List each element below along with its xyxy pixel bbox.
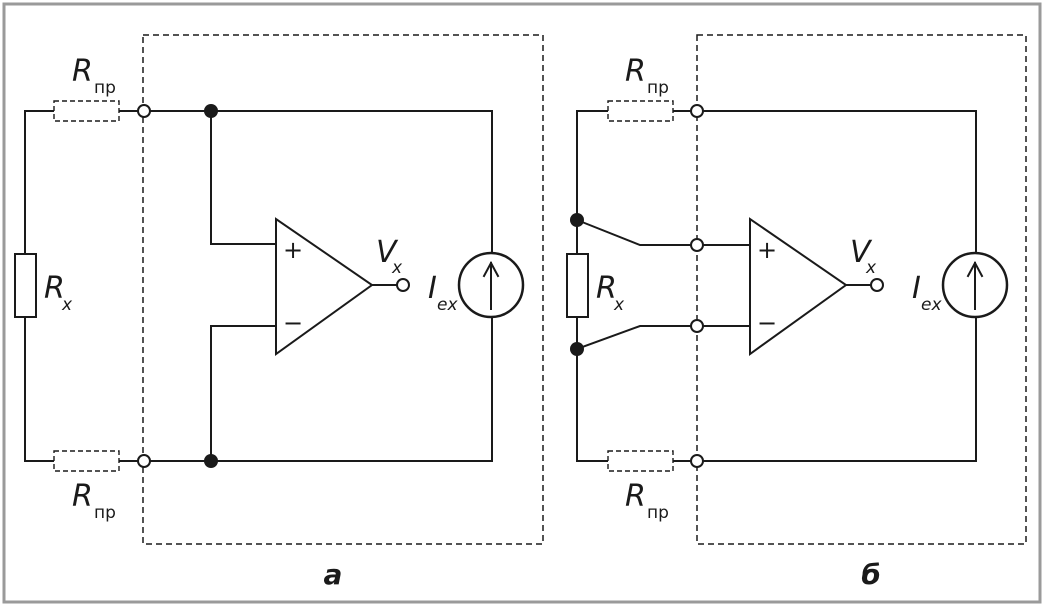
terminal-sense-minus-b (690, 319, 704, 333)
rx-resistor-b (566, 253, 589, 318)
panel-a-two-wire: + − R пр R пр R x V x I ех а (14, 34, 544, 591)
wire-plus-input-a (210, 110, 277, 245)
node-sense-top-b (570, 213, 584, 227)
node-bottom-a (204, 454, 218, 468)
label-vx-a: V (376, 235, 399, 270)
terminal-top-a (137, 104, 151, 118)
op-amp-minus-b: − (757, 309, 777, 337)
lead-resistor-bottom-b (607, 450, 674, 472)
wire-sense-minus-b (575, 325, 692, 351)
label-i-src-sub-a: ех (437, 295, 458, 315)
caption-b: б (861, 558, 881, 591)
label-r-wire-bottom-sub-a: пр (94, 503, 116, 523)
label-i-src-b: I (912, 271, 921, 306)
label-r-wire-bottom-b: R (625, 479, 646, 514)
label-r-wire-top-b: R (625, 54, 646, 89)
lead-resistor-bottom-a (53, 450, 120, 472)
label-vx-sub-a: x (391, 258, 403, 278)
lead-resistor-top-b (607, 100, 674, 122)
label-rx-b: R (596, 271, 617, 306)
rx-resistor-a (14, 253, 37, 318)
op-amp-minus-a: − (283, 309, 303, 337)
lead-resistor-top-a (53, 100, 120, 122)
label-i-src-a: I (428, 271, 437, 306)
instrument-boundary-b (696, 34, 1027, 545)
node-top-a (204, 104, 218, 118)
terminal-bottom-b (690, 454, 704, 468)
label-vx-b: V (850, 235, 873, 270)
op-amp-plus-b: + (757, 236, 777, 264)
label-r-wire-top-sub-a: пр (94, 78, 116, 98)
label-r-wire-bottom-sub-b: пр (647, 503, 669, 523)
node-sense-bottom-b (570, 342, 584, 356)
label-rx-a: R (44, 271, 65, 306)
label-rx-sub-b: x (613, 295, 625, 315)
op-amp-a (275, 217, 374, 356)
wire-sense-plus-b (575, 218, 692, 246)
terminal-output-a (396, 278, 410, 292)
label-r-wire-bottom-a: R (72, 479, 93, 514)
label-i-src-sub-b: ех (921, 295, 942, 315)
caption-a: а (324, 558, 343, 591)
label-r-wire-top-sub-b: пр (647, 78, 669, 98)
label-vx-sub-b: x (865, 258, 877, 278)
label-rx-sub-a: x (61, 295, 73, 315)
terminal-output-b (870, 278, 884, 292)
op-amp-plus-a: + (283, 236, 303, 264)
terminal-bottom-a (137, 454, 151, 468)
op-amp-b (749, 217, 848, 356)
terminal-sense-plus-b (690, 238, 704, 252)
current-arrow-head-a (482, 260, 500, 278)
current-arrow-head-b (966, 260, 984, 278)
label-r-wire-top-a: R (72, 54, 93, 89)
terminal-top-b (690, 104, 704, 118)
wire-minus-input-a (210, 325, 277, 462)
panel-b-four-wire: + − R пр R пр R x V x I ех б (566, 34, 1027, 591)
instrument-boundary-a (142, 34, 544, 545)
